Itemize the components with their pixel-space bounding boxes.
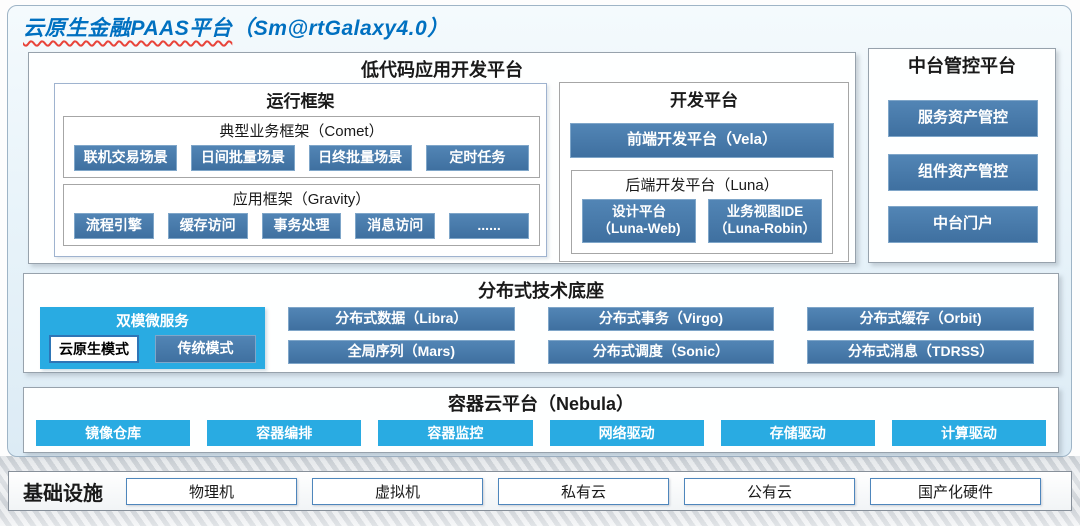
public-cloud: 公有云: [684, 477, 855, 505]
luna-items-row: 设计平台 （Luna-Web) 业务视图IDE （Luna-Robin）: [572, 199, 832, 243]
gravity-item-cache-access: 缓存访问: [167, 213, 248, 239]
midoffice-portal: 中台门户: [888, 206, 1038, 243]
distributed-transaction-virgo: 分布式事务（Virgo): [547, 307, 775, 331]
container-cloud-section: 容器云平台（Nebula） 镜像仓库 容器编排 容器监控 网络驱动 存储驱动 计…: [23, 387, 1059, 453]
luna-robin-ide: 业务视图IDE （Luna-Robin）: [708, 199, 822, 243]
gravity-item-more: ......: [449, 213, 529, 239]
distributed-services-grid: 分布式数据（Libra） 分布式事务（Virgo) 分布式缓存（Orbit) 全…: [288, 307, 1034, 364]
infrastructure-label: 基础设施: [23, 482, 103, 505]
traditional-mode: 传统模式: [155, 335, 256, 363]
page-title-cn: 云原生金融PAAS平台: [23, 17, 233, 40]
physical-machine: 物理机: [126, 477, 297, 505]
distributed-base-title: 分布式技术底座: [478, 281, 604, 301]
page-title: 云原生金融PAAS平台（Sm@rtGalaxy4.0）: [23, 12, 449, 42]
runtime-framework-title: 运行框架: [266, 92, 335, 111]
storage-driver: 存储驱动: [720, 420, 875, 446]
gravity-item-message-access: 消息访问: [355, 213, 436, 239]
distributed-cache-orbit: 分布式缓存（Orbit): [807, 307, 1034, 331]
vela-frontend-platform: 前端开发平台（Vela）: [570, 123, 834, 158]
runtime-framework-box: 运行框架 典型业务框架（Comet） 联机交易场景 日间批量场景 日终批量场景 …: [54, 83, 547, 257]
compute-driver: 计算驱动: [891, 420, 1047, 446]
gravity-item-process-engine: 流程引擎: [74, 213, 154, 239]
comet-item-daytime-batch: 日间批量场景: [191, 145, 295, 171]
comet-item-scheduled-task: 定时任务: [425, 145, 529, 171]
distributed-base-section: 分布式技术底座 双模微服务 云原生模式 传统模式 分布式数据（Libra） 分布…: [23, 273, 1059, 373]
comet-framework-title: 典型业务框架（Comet）: [219, 123, 384, 140]
global-sequence-mars: 全局序列（Mars): [288, 340, 515, 364]
dual-mode-title: 双模微服务: [116, 314, 189, 330]
gravity-item-transaction: 事务处理: [261, 213, 342, 239]
luna-robin-line1: 业务视图IDE: [726, 204, 804, 220]
page-title-en: （Sm@rtGalaxy4.0）: [232, 17, 449, 40]
luna-backend-title: 后端开发平台（Luna）: [625, 177, 779, 194]
service-asset-control: 服务资产管控: [888, 100, 1038, 137]
dual-mode-row: 云原生模式 传统模式: [40, 331, 265, 363]
gravity-framework-box: 应用框架（Gravity） 流程引擎 缓存访问 事务处理 消息访问 ......: [63, 184, 540, 246]
container-monitoring: 容器监控: [378, 420, 533, 446]
dual-mode-microservice-box: 双模微服务 云原生模式 传统模式: [40, 307, 265, 369]
comet-framework-box: 典型业务框架（Comet） 联机交易场景 日间批量场景 日终批量场景 定时任务: [63, 116, 540, 178]
lowcode-platform-section: 低代码应用开发平台 运行框架 典型业务框架（Comet） 联机交易场景 日间批量…: [28, 52, 856, 264]
container-cloud-title: 容器云平台（Nebula）: [447, 394, 634, 414]
slide-frame: 云原生金融PAAS平台（Sm@rtGalaxy4.0） 低代码应用开发平台 运行…: [7, 5, 1072, 457]
gravity-items-row: 流程引擎 缓存访问 事务处理 消息访问 ......: [64, 213, 539, 239]
distributed-messaging-tdrss: 分布式消息（TDRSS）: [807, 340, 1034, 364]
infrastructure-bar: 基础设施 物理机 虚拟机 私有云 公有云 国产化硬件: [8, 471, 1072, 511]
container-orchestration: 容器编排: [207, 420, 362, 446]
comet-item-eod-batch: 日终批量场景: [308, 145, 412, 171]
midoffice-control-section: 中台管控平台 服务资产管控 组件资产管控 中台门户: [868, 48, 1056, 263]
comet-item-online-trading: 联机交易场景: [74, 145, 178, 171]
dev-platform-title: 开发平台: [670, 91, 738, 110]
luna-robin-line2: （Luna-Robin）: [714, 221, 816, 236]
domestic-hardware: 国产化硬件: [870, 477, 1041, 505]
lowcode-section-title: 低代码应用开发平台: [361, 60, 523, 80]
component-asset-control: 组件资产管控: [888, 154, 1038, 191]
gravity-framework-title: 应用框架（Gravity）: [232, 191, 371, 208]
luna-web-line2: （Luna-Web): [597, 221, 681, 236]
virtual-machine: 虚拟机: [312, 477, 483, 505]
image-registry: 镜像仓库: [36, 420, 191, 446]
distributed-data-libra: 分布式数据（Libra）: [288, 307, 515, 331]
luna-backend-box: 后端开发平台（Luna） 设计平台 （Luna-Web) 业务视图IDE （Lu…: [571, 170, 833, 254]
distributed-scheduling-sonic: 分布式调度（Sonic）: [547, 340, 775, 364]
dev-platform-box: 开发平台 前端开发平台（Vela） 后端开发平台（Luna） 设计平台 （Lun…: [559, 82, 849, 262]
private-cloud: 私有云: [498, 477, 669, 505]
comet-items-row: 联机交易场景 日间批量场景 日终批量场景 定时任务: [64, 145, 539, 171]
container-cloud-row: 镜像仓库 容器编排 容器监控 网络驱动 存储驱动 计算驱动: [24, 420, 1058, 446]
network-driver: 网络驱动: [549, 420, 704, 446]
cloud-native-mode: 云原生模式: [49, 335, 139, 363]
luna-web-line1: 设计平台: [612, 204, 666, 220]
midoffice-title: 中台管控平台: [908, 56, 1016, 76]
luna-web-design-platform: 设计平台 （Luna-Web): [582, 199, 696, 243]
